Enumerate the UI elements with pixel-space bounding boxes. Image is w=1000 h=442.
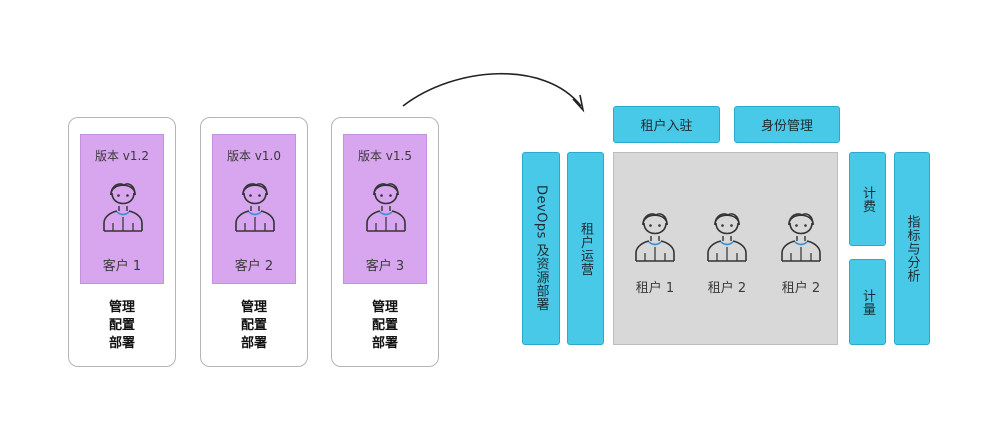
- tenant-1: 租户 1: [623, 203, 687, 303]
- metering-label: 计量: [860, 288, 875, 316]
- ops-manage: 管理: [371, 299, 398, 314]
- customer-instance-2: 版本 v1.0 客户 2: [212, 134, 296, 284]
- ops-deploy: 部署: [371, 335, 398, 350]
- ops-config: 配置: [371, 317, 398, 332]
- identity-management-box: 身份管理: [734, 106, 840, 143]
- tenant-person-icon: [704, 203, 750, 263]
- customer-card-1: 版本 v1.2 客户 1 管理 配置 部署: [68, 117, 176, 367]
- tenant-operations-box: 租户运营: [567, 152, 604, 345]
- version-label: 版本 v1.2: [94, 149, 149, 163]
- metrics-analytics-box: 指标与分析: [894, 152, 930, 345]
- customer-person-icon: [232, 173, 278, 233]
- ops-stack: 管理 配置 部署: [69, 298, 175, 352]
- tenant-operations-label: 租户运营: [578, 221, 593, 276]
- ops-config: 配置: [240, 317, 267, 332]
- ops-manage: 管理: [240, 299, 267, 314]
- version-label: 版本 v1.5: [357, 149, 412, 163]
- identity-management-label: 身份管理: [760, 119, 813, 134]
- billing-box: 计费: [849, 152, 886, 246]
- tenant-3: 租户 2: [769, 203, 833, 303]
- tenant-label: 租户 2: [781, 281, 821, 296]
- customer-label: 客户 2: [234, 259, 274, 274]
- tenant-onboarding-label: 租户入驻: [640, 119, 693, 134]
- customer-label: 客户 3: [365, 259, 405, 274]
- customer-label: 客户 1: [102, 259, 142, 274]
- ops-config: 配置: [108, 317, 135, 332]
- billing-label: 计费: [860, 185, 875, 213]
- tenant-2: 租户 2: [695, 203, 759, 303]
- customer-person-icon: [100, 173, 146, 233]
- customer-instance-3: 版本 v1.5 客户 3: [343, 134, 427, 284]
- tenant-label: 租户 2: [707, 281, 747, 296]
- ops-deploy: 部署: [240, 335, 267, 350]
- customer-person-icon: [363, 173, 409, 233]
- devops-deploy-box: DevOps 及资源部署: [522, 152, 560, 345]
- transition-arrow: [402, 72, 585, 113]
- tenant-person-icon: [778, 203, 824, 263]
- ops-stack: 管理 配置 部署: [201, 298, 307, 352]
- metrics-analytics-label: 指标与分析: [904, 214, 920, 283]
- customer-card-2: 版本 v1.0 客户 2 管理 配置 部署: [200, 117, 308, 367]
- tenant-person-icon: [632, 203, 678, 263]
- version-label: 版本 v1.0: [226, 149, 281, 163]
- ops-manage: 管理: [108, 299, 135, 314]
- metering-box: 计量: [849, 259, 886, 345]
- tenant-label: 租户 1: [635, 281, 675, 296]
- tenant-onboarding-box: 租户入驻: [613, 106, 720, 143]
- shared-platform-core: 租户 1 租户 2 租户 2: [613, 152, 838, 345]
- customer-instance-1: 版本 v1.2 客户 1: [80, 134, 164, 284]
- ops-deploy: 部署: [108, 335, 135, 350]
- ops-stack: 管理 配置 部署: [332, 298, 438, 352]
- devops-deploy-label: DevOps 及资源部署: [533, 185, 549, 312]
- customer-card-3: 版本 v1.5 客户 3 管理 配置 部署: [331, 117, 439, 367]
